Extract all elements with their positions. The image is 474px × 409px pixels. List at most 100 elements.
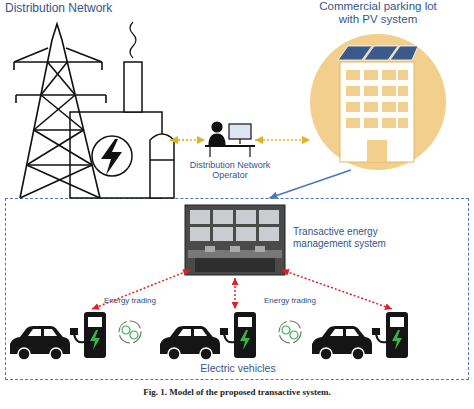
node-label: Electric vehicles xyxy=(138,362,338,374)
building-icon xyxy=(338,46,418,162)
transmission-tower xyxy=(14,24,106,198)
operator-icon xyxy=(212,122,222,132)
power-plant-icon xyxy=(92,136,132,176)
building-icon xyxy=(390,46,418,60)
trading-label: Energy trading xyxy=(255,297,325,306)
network-node: Distribution Network xyxy=(10,24,170,200)
transmission-tower xyxy=(27,165,100,198)
building-icon xyxy=(382,86,396,96)
transmission-tower xyxy=(20,165,92,198)
transmission-tower xyxy=(34,95,75,130)
transmission-tower xyxy=(41,62,67,95)
operator-node: Distribution Network Operator xyxy=(205,118,255,158)
transmission-tower xyxy=(14,61,102,63)
building-icon xyxy=(346,70,360,80)
transmission-tower xyxy=(14,48,48,62)
power-plant-icon xyxy=(130,22,136,58)
operator-icon xyxy=(205,122,255,157)
building-icon xyxy=(367,140,387,162)
control-room-image xyxy=(236,227,256,241)
electric-vehicles xyxy=(119,321,141,343)
connector xyxy=(170,139,205,141)
control-room-image xyxy=(190,227,210,241)
building-icon xyxy=(398,102,408,112)
trading-arrows xyxy=(92,270,392,309)
control-room-image xyxy=(230,246,240,252)
control-room-image xyxy=(195,258,275,272)
control-room-image xyxy=(213,227,233,241)
node-label: Distribution Network xyxy=(5,2,175,16)
transmission-tower xyxy=(41,95,84,130)
node-label: Transactive energy management system xyxy=(293,226,405,249)
trading-arrows xyxy=(234,278,236,309)
node-label: Distribution Network Operator xyxy=(175,160,285,181)
building-icon xyxy=(346,118,360,128)
control-room-image xyxy=(255,246,265,252)
figure-caption: Fig. 1. Model of the proposed transactiv… xyxy=(0,387,474,397)
building-icon xyxy=(398,118,408,128)
building-icon xyxy=(382,102,396,112)
electric-vehicles xyxy=(10,326,70,360)
operator-icon xyxy=(209,134,225,146)
transmission-tower xyxy=(48,62,76,95)
operator-icon xyxy=(205,145,255,147)
building-icon xyxy=(364,102,378,112)
transmission-tower xyxy=(27,130,84,165)
connector xyxy=(269,170,350,198)
control-room-image xyxy=(236,210,256,224)
electric-vehicles xyxy=(220,312,256,358)
transmission-tower xyxy=(27,164,92,166)
transmission-tower xyxy=(105,95,107,103)
connector xyxy=(255,139,310,141)
transmission-tower xyxy=(34,129,84,131)
building-icon xyxy=(398,70,408,80)
building-icon xyxy=(346,70,408,162)
system-group: Electric vehicles Transactive energy mana… xyxy=(5,198,469,380)
transmission-tower xyxy=(16,94,106,96)
node-label: Commercial parking lot with PV system xyxy=(313,0,443,26)
transmission-tower xyxy=(13,62,15,70)
electric-vehicles xyxy=(70,312,106,358)
control-room-image xyxy=(188,250,282,258)
control-room-image xyxy=(185,205,285,275)
power-plant-icon xyxy=(150,134,174,198)
building-icon xyxy=(364,70,378,80)
building-icon xyxy=(346,102,360,112)
operator-icon xyxy=(249,146,250,157)
transmission-tower xyxy=(15,95,17,103)
trading-arrows xyxy=(282,270,392,309)
tems-node: Transactive energy management system xyxy=(186,206,286,276)
control-room-image xyxy=(259,210,279,224)
control-room-image xyxy=(259,227,279,241)
trading-arrows xyxy=(92,270,190,309)
electric-vehicles xyxy=(10,312,408,360)
parking-lot-node: Commercial parking lot with PV system xyxy=(310,34,446,170)
power-plant-icon xyxy=(70,22,174,198)
circle-fill xyxy=(310,34,446,170)
trading-label: Energy trading xyxy=(95,297,165,306)
building-icon xyxy=(364,118,378,128)
building-icon xyxy=(398,86,408,96)
power-plant-icon xyxy=(70,112,162,198)
building-icon xyxy=(364,46,398,60)
building-icon xyxy=(346,86,360,96)
transmission-tower xyxy=(34,130,92,165)
building-icon xyxy=(340,62,414,162)
control-room-image xyxy=(190,210,279,241)
operator-icon xyxy=(229,124,251,139)
electric-vehicles xyxy=(279,321,301,343)
transmission-tower xyxy=(66,48,102,62)
control-room-image xyxy=(205,246,215,252)
building-icon xyxy=(382,70,396,80)
power-plant-icon xyxy=(150,159,174,161)
transmission-tower xyxy=(20,24,100,198)
operator-icon xyxy=(209,146,210,157)
control-room-image xyxy=(190,210,210,224)
building-icon xyxy=(338,46,372,60)
electric-vehicles xyxy=(160,326,220,360)
electric-vehicles xyxy=(312,326,372,360)
transmission-tower xyxy=(101,62,103,70)
control-room-image xyxy=(213,210,233,224)
operator-icon xyxy=(239,139,240,144)
